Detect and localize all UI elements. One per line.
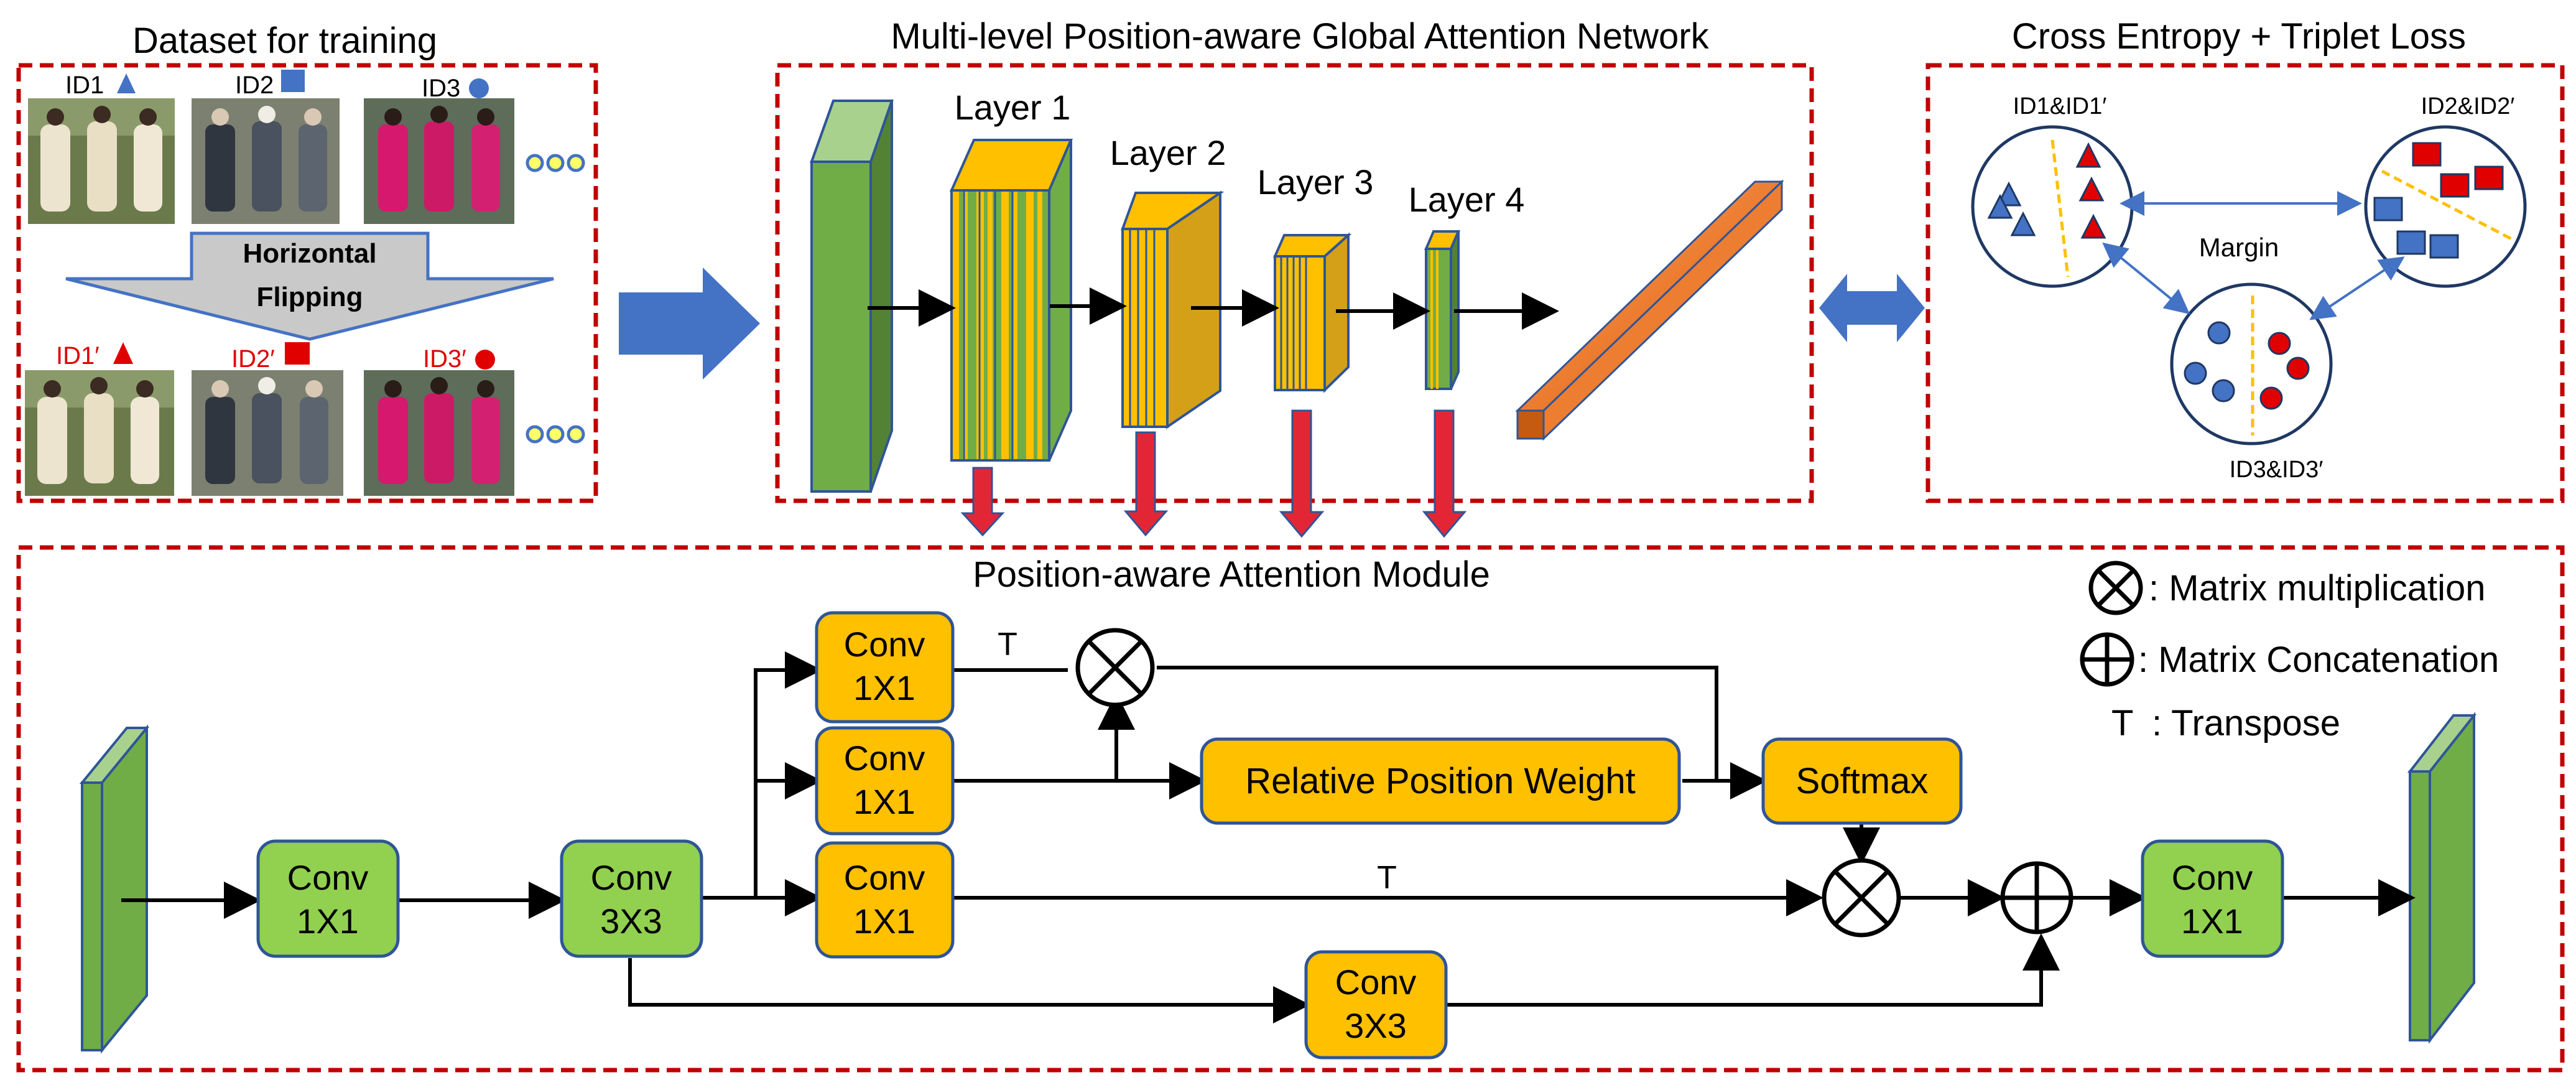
network-title: Multi-level Position-aware Global Attent… (891, 16, 1709, 57)
legend-t: T (2111, 703, 2133, 743)
triangle-icon (113, 342, 133, 364)
conv-label: Conv (1335, 962, 1417, 1002)
module-input-map (79, 724, 150, 1054)
module-panel (16, 545, 2565, 1073)
concat-op (2000, 861, 2073, 934)
flip-arrow (65, 231, 554, 341)
id-label: ID2 (235, 72, 274, 99)
conv1x1-key-box: Conv 1X1 (815, 726, 955, 836)
module-title: Position-aware Attention Module (973, 554, 1490, 595)
layer-label: Layer 3 (1258, 162, 1374, 202)
conv-size: 1X1 (853, 901, 915, 941)
photo-group-id3-flipped (364, 370, 514, 496)
conv-size: 1X1 (297, 901, 359, 941)
circle-icon (475, 350, 495, 370)
layer4-block (1424, 230, 1461, 390)
photo-group-id2 (192, 98, 340, 224)
square-icon (285, 342, 310, 365)
dataset-panel (16, 63, 598, 503)
pair-label: ID1&ID1′ (2013, 93, 2107, 119)
conv1x1-query-box: Conv 1X1 (815, 611, 955, 724)
conv-size: 1X1 (853, 782, 915, 821)
loss-panel (1925, 63, 2565, 503)
flip-label-1: Horizontal (243, 238, 376, 269)
margin-link (2102, 242, 2190, 315)
layer-label: Layer 4 (1409, 180, 1525, 219)
margin-link (2309, 256, 2405, 320)
attention-down-arrows (960, 409, 1467, 538)
relative-position-weight-box: Relative Position Weight (1200, 737, 1681, 825)
margin-label: Margin (2199, 233, 2279, 262)
conv-label: Conv (844, 858, 925, 897)
module-output-map (2407, 712, 2477, 1044)
relative-position-weight-label: Relative Position Weight (1245, 761, 1636, 801)
conv-label: Conv (287, 858, 369, 897)
photo-group-id1-flipped (25, 370, 174, 496)
softmax-label: Softmax (1796, 761, 1929, 801)
id-label: ID1 (65, 72, 104, 99)
conv-label: Conv (844, 625, 925, 664)
conv1x1-output-box: Conv 1X1 (2141, 839, 2284, 958)
square-icon (281, 70, 305, 92)
conv3x3-main-box: Conv 3X3 (560, 839, 703, 958)
softmax-box: Softmax (1761, 737, 1963, 825)
input-feature-map (810, 100, 894, 493)
layer3-block (1272, 232, 1352, 393)
legend-mult: : Matrix multiplication (2149, 568, 2485, 608)
flow-arrow-right (619, 268, 760, 380)
legend-concat: : Matrix Concatenation (2138, 640, 2499, 680)
cluster-id1 (1971, 125, 2134, 288)
ellipsis-dots (526, 154, 585, 172)
transpose-mark: T (1377, 860, 1397, 896)
layer1-block (949, 139, 1073, 462)
output-feature-vector (1515, 179, 1784, 441)
circle-icon (469, 78, 489, 98)
bidirectional-arrow (1819, 274, 1925, 342)
id-label: ID3 (422, 75, 460, 102)
triangle-icon (117, 73, 136, 93)
conv3x3-skip-box: Conv 3X3 (1304, 950, 1448, 1060)
conv-size: 1X1 (2181, 901, 2243, 941)
pair-label: ID3&ID3′ (2230, 457, 2323, 483)
layer-label: Layer 2 (1110, 133, 1226, 172)
transpose-mark: T (998, 627, 1017, 663)
conv-label: Conv (591, 858, 672, 897)
layer-label: Layer 1 (955, 88, 1071, 127)
conv-size: 3X3 (600, 901, 662, 941)
pair-label: ID2&ID2′ (2421, 93, 2515, 119)
id-label-flipped: ID2′ (231, 345, 275, 373)
legend-concat-symbol (2080, 632, 2134, 687)
photo-group-id1 (28, 98, 175, 224)
matmul-op-top (1075, 628, 1155, 707)
ellipsis-dots (526, 425, 585, 444)
photo-group-id3 (364, 98, 514, 224)
conv-label: Conv (844, 738, 925, 778)
id-label-flipped: ID3′ (423, 345, 466, 373)
conv1x1-input-box: Conv 1X1 (256, 839, 400, 958)
legend-mult-symbol (2088, 561, 2143, 615)
conv1x1-value-box: Conv 1X1 (815, 841, 955, 959)
dataset-title: Dataset for training (132, 21, 437, 61)
legend-transpose: : Transpose (2152, 703, 2340, 743)
module-connections (121, 651, 2416, 1023)
loss-title: Cross Entropy + Triplet Loss (2012, 16, 2466, 57)
flip-label-2: Flipping (256, 282, 363, 312)
matmul-op-bottom (1822, 858, 1901, 938)
network-panel (775, 63, 1814, 503)
conv-label: Conv (2172, 858, 2253, 897)
conv-size: 1X1 (853, 668, 915, 707)
cluster-id3 (2170, 282, 2333, 445)
photo-group-id2-flipped (192, 370, 343, 496)
conv-size: 3X3 (1345, 1006, 1407, 1045)
id-label-flipped: ID1′ (56, 342, 100, 370)
cluster-id2 (2364, 125, 2527, 288)
